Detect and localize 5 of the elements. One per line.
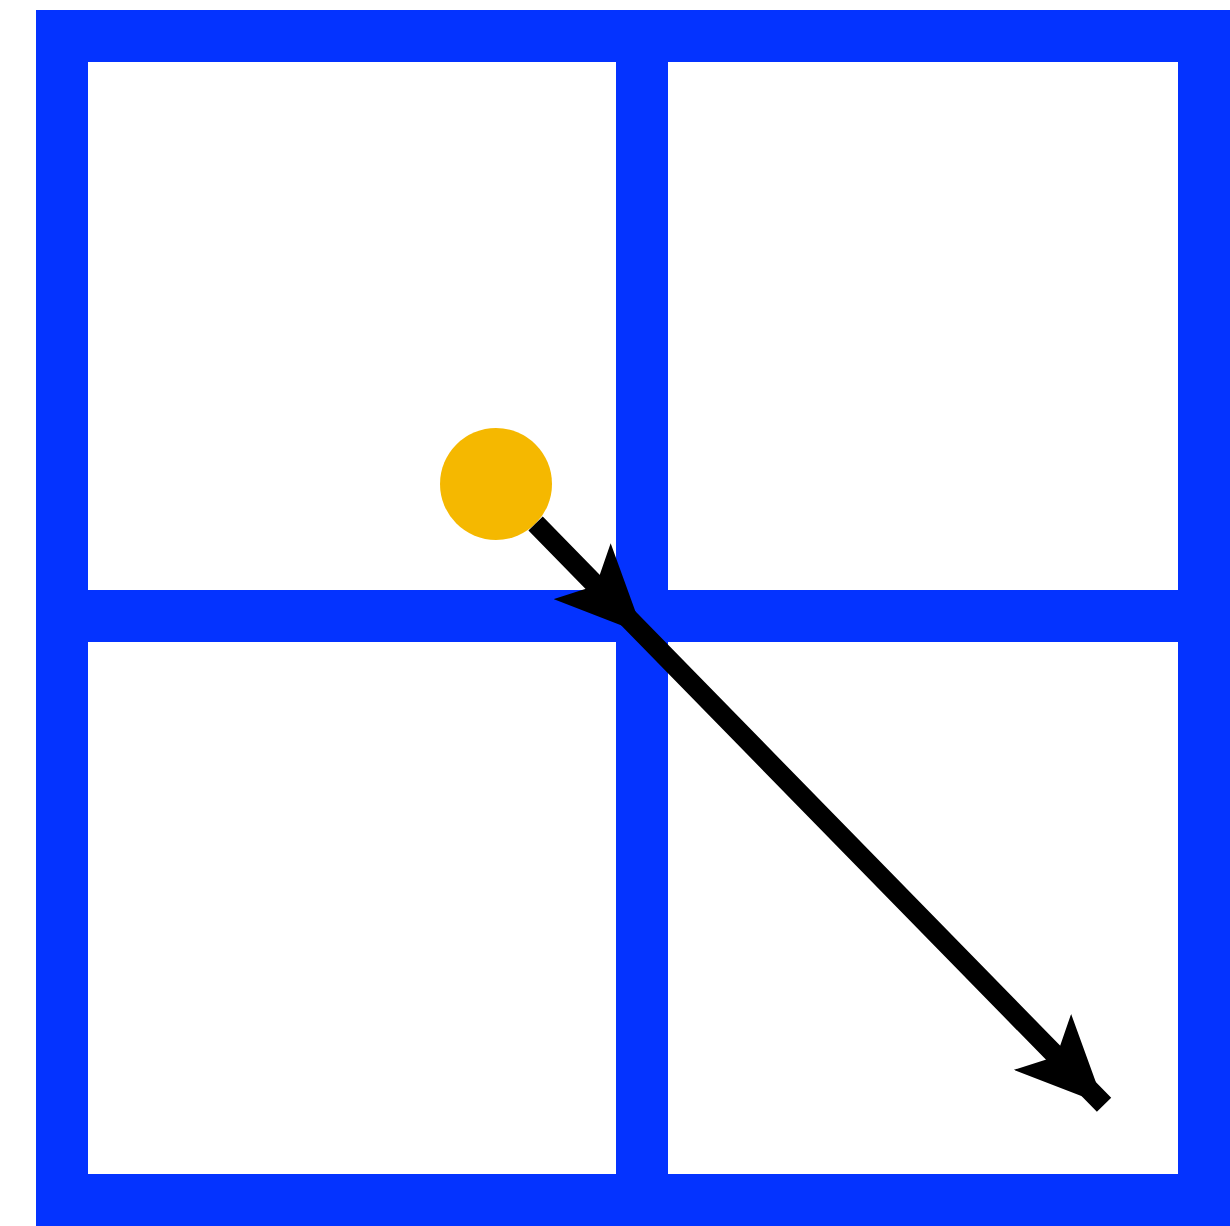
- arrow: [528, 516, 1112, 1112]
- grid-cell: [88, 642, 616, 1174]
- grid-cell: [668, 62, 1178, 590]
- grid-cell: [88, 62, 616, 590]
- grid-cell: [668, 642, 1178, 1174]
